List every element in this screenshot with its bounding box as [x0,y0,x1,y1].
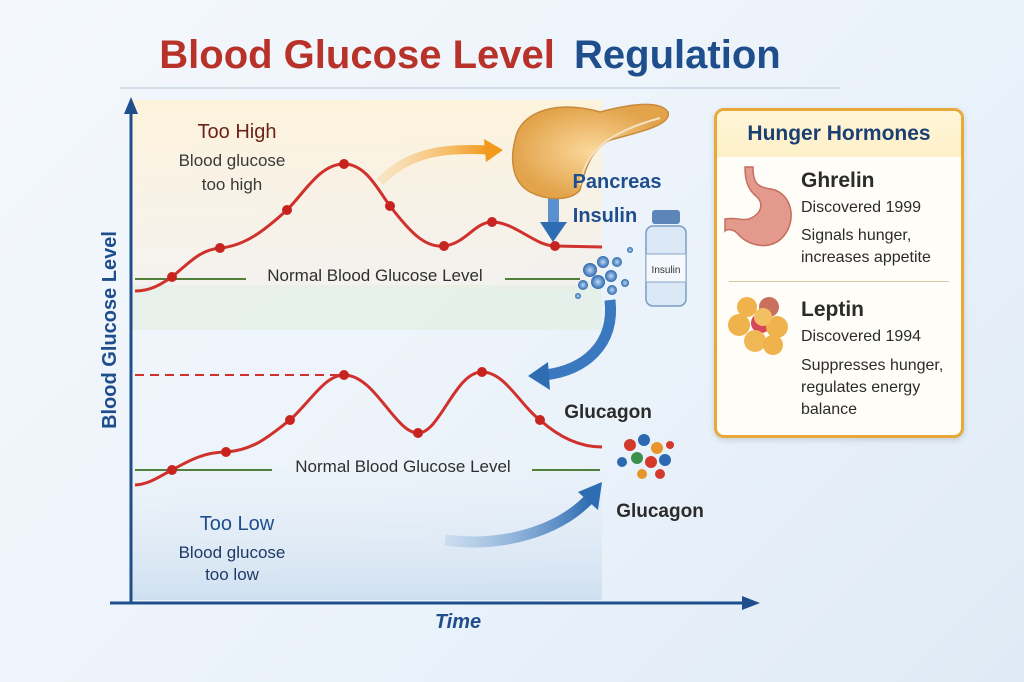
pancreas-icon [511,103,669,200]
hunger-hormones-panel: Hunger Hormones Ghrelin Discovered 1999 … [714,108,964,438]
too-high-line2: too high [202,175,263,194]
low-glucose-curve [134,370,603,487]
page-title: Blood Glucose Level Regulation [159,33,780,77]
too-high-line1: Blood glucose [179,151,286,170]
blue-arrowhead-icon [528,362,550,390]
vial-label: Insulin [652,265,681,276]
too-low-line2: too low [205,565,260,584]
x-axis-label: Time [435,611,481,633]
glucagon-arrow [444,494,595,548]
glucagon-arrowhead-icon [578,482,602,510]
x-axis-arrow-icon [742,596,760,610]
insulin-label: Insulin [573,205,637,227]
too-low-line1: Blood glucose [179,543,286,562]
pancreas-label: Pancreas [573,171,662,193]
glucagon-molecules-icon [617,434,674,479]
leptin-discovered: Discovered 1994 [801,328,922,345]
ghrelin-description: Signals hunger, increases appetite [801,227,931,266]
ghrelin-discovered: Discovered 1999 [801,199,922,216]
to-pancreas-arrow [376,144,489,186]
stomach-icon [724,166,792,247]
normal-label-top: Normal Blood Glucose Level [267,266,482,285]
y-axis-label: Blood Glucose Level [99,231,121,429]
normal-label-bottom: Normal Blood Glucose Level [295,457,510,476]
high-curve-points [167,159,560,282]
down-arrowhead-icon [540,222,567,242]
orange-arrowhead-icon [484,139,503,162]
fat-cells-icon [728,297,788,355]
too-low-heading: Too Low [200,513,275,535]
insulin-vial-icon [645,210,687,307]
low-curve-points [167,367,545,475]
ghrelin-name: Ghrelin [801,169,875,192]
y-axis-arrow-icon [124,97,138,114]
insulin-down-arrow [548,196,559,224]
normal-zone-top [132,285,602,330]
panel-divider [729,281,949,282]
leptin-description: Suppresses hunger, regulates energy bala… [801,357,944,418]
glucagon-label-bottom: Glucagon [616,501,704,522]
title-part-blue: Regulation [574,33,781,77]
insulin-to-low-arrow [544,299,617,381]
too-high-heading: Too High [198,121,277,143]
title-part-red: Blood Glucose Level [159,33,555,77]
insulin-molecules-icon [575,247,633,299]
leptin-name: Leptin [801,298,864,321]
panel-title: Hunger Hormones [717,111,961,157]
glucagon-label-top: Glucagon [564,402,652,423]
